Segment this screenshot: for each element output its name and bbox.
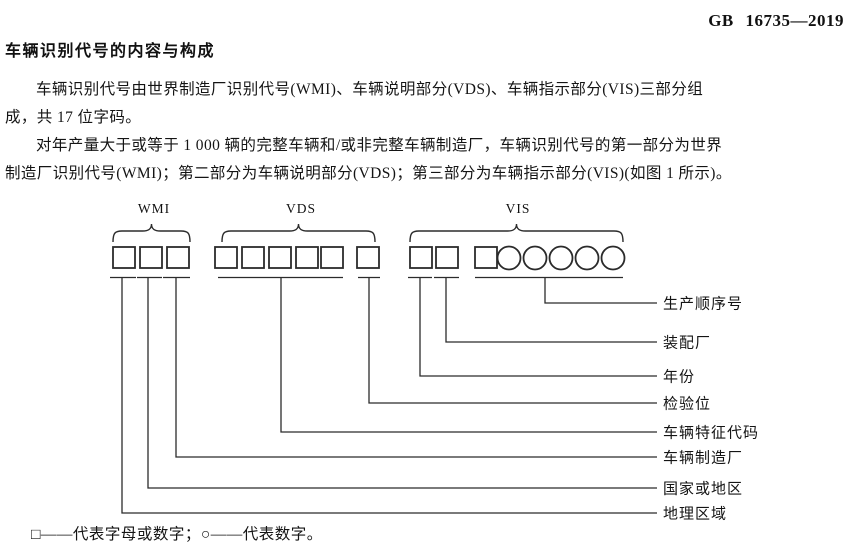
char-slot-square (435, 246, 459, 269)
callout-label: 检验位 (663, 396, 711, 413)
char-slot-square (139, 246, 163, 269)
char-slot-circle (496, 245, 522, 271)
char-slot-square (295, 246, 319, 269)
paragraph-line: 对年产量大于或等于 1 000 辆的完整车辆和/或非完整车辆制造厂，车辆识别代号… (36, 137, 723, 154)
char-slot-square (241, 246, 265, 269)
char-slot-circle (600, 245, 626, 271)
figure-legend: □——代表字母或数字；○——代表数字。 (31, 526, 323, 543)
callout-line (368, 277, 657, 404)
section-label-vds: VDS (286, 201, 316, 216)
char-slot-square (409, 246, 433, 269)
section-label-wmi: WMI (138, 201, 170, 216)
char-slot-square (112, 246, 136, 269)
char-slot-square (474, 246, 498, 269)
brace-wmi (112, 223, 191, 243)
paragraph-line: 制造厂识别代号(WMI)；第二部分为车辆说明部分(VDS)；第三部分为车辆指示部… (5, 165, 732, 182)
callout-line (419, 277, 657, 377)
callout-label: 国家或地区 (663, 481, 743, 498)
brace-vds (221, 223, 376, 243)
callout-line (175, 277, 657, 458)
body-text: 车辆识别代号由世界制造厂识别代号(WMI)、车辆说明部分(VDS)、车辆指示部分… (5, 76, 846, 188)
callout-label: 车辆制造厂 (663, 450, 743, 467)
callout-line (280, 277, 657, 433)
standard-number: GB 16735—2019 (708, 11, 844, 30)
char-slot-circle (548, 245, 574, 271)
paragraph-line: 成，共 17 位字码。 (5, 109, 142, 126)
callout-label: 年份 (663, 369, 695, 386)
char-slot-square (214, 246, 238, 269)
brace-vis (409, 223, 624, 243)
char-slot-circle (522, 245, 548, 271)
callout-line (544, 277, 657, 304)
paragraph-line: 车辆识别代号由世界制造厂识别代号(WMI)、车辆说明部分(VDS)、车辆指示部分… (36, 81, 704, 98)
char-slot-square (356, 246, 380, 269)
char-slot-square (166, 246, 190, 269)
char-slot-square (268, 246, 292, 269)
paragraph-2: 对年产量大于或等于 1 000 辆的完整车辆和/或非完整车辆制造厂，车辆识别代号… (5, 132, 846, 188)
callout-label: 车辆特征代码 (663, 425, 759, 442)
callout-label: 地理区域 (663, 506, 727, 523)
callout-line (445, 277, 657, 343)
paragraph-1: 车辆识别代号由世界制造厂识别代号(WMI)、车辆说明部分(VDS)、车辆指示部分… (5, 76, 846, 132)
callout-label: 装配厂 (663, 335, 711, 352)
char-slot-square (320, 246, 344, 269)
page-title: 车辆识别代号的内容与构成 (5, 43, 216, 60)
callout-line (121, 277, 657, 514)
section-label-vis: VIS (506, 201, 531, 216)
char-slot-circle (574, 245, 600, 271)
callout-label: 生产顺序号 (663, 296, 743, 313)
callout-line (147, 277, 657, 489)
